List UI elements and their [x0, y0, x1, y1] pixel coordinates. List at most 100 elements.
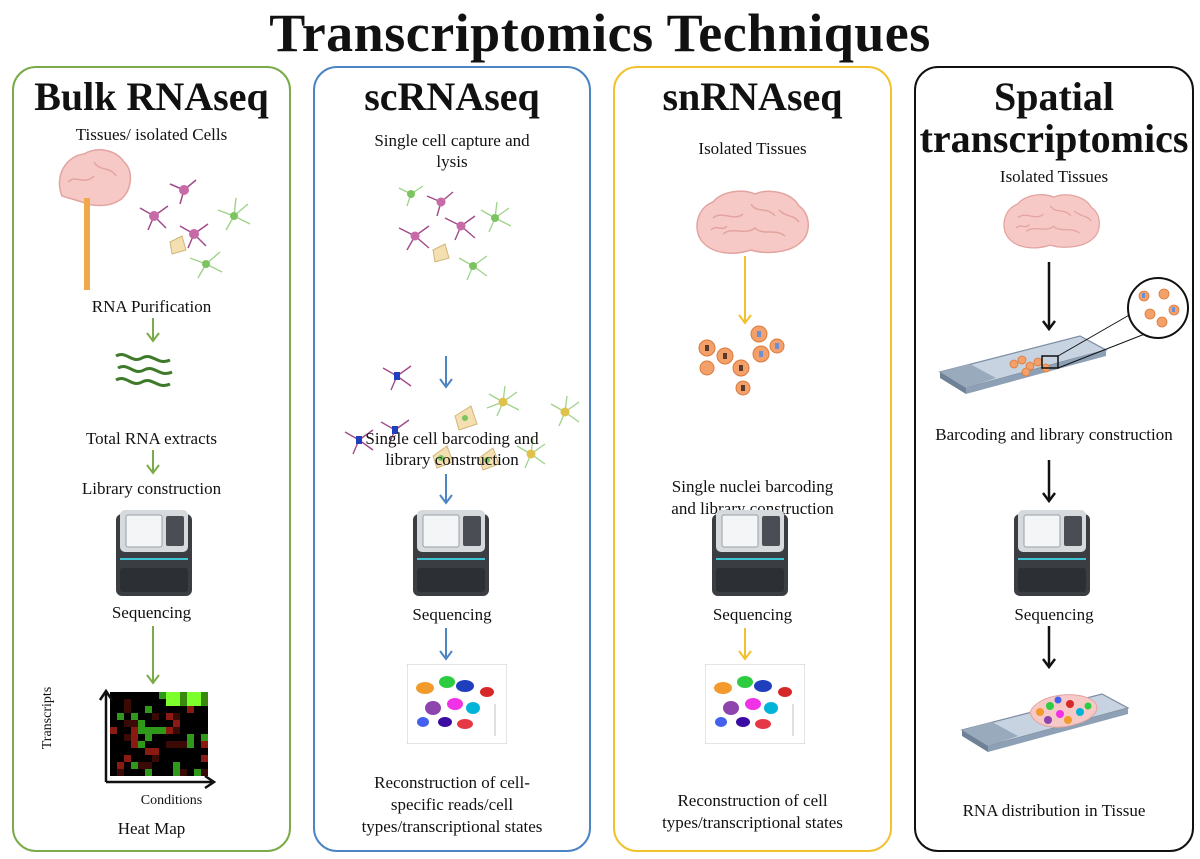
input-label: Isolated Tissues	[999, 167, 1109, 186]
heat-map-cell	[159, 727, 166, 734]
tsne-cluster-plot	[407, 664, 507, 744]
sequencer-icon	[1012, 508, 1092, 598]
arrow-down-icon	[146, 626, 160, 685]
heat-map-cell	[201, 734, 208, 741]
heat-map-cell	[187, 769, 194, 776]
heat-map-cell	[187, 762, 194, 769]
heat-map-cell	[201, 727, 208, 734]
arrow-down-icon	[439, 356, 453, 389]
heat-map-cell	[201, 720, 208, 727]
arrow-down-icon	[146, 450, 160, 475]
brain-and-cells-illustration	[58, 149, 251, 290]
heat-map-cell	[117, 706, 124, 713]
heat-map-cell	[138, 720, 145, 727]
heat-map-cell	[117, 748, 124, 755]
heat-map-cell	[201, 706, 208, 713]
output-line1: Reconstruction of cell-	[374, 773, 530, 792]
heat-map-cell	[152, 727, 159, 734]
heat-map-cell	[173, 706, 180, 713]
heat-map-cell	[110, 762, 117, 769]
step-sequencing: Sequencing	[1014, 605, 1094, 624]
heat-map-cell	[159, 769, 166, 776]
heat-map-cell	[138, 727, 145, 734]
nuclei-illustration	[698, 325, 785, 396]
heat-map-cell	[152, 769, 159, 776]
heat-map-cell	[145, 727, 152, 734]
step-barcoding-library: Barcoding and library construction	[935, 425, 1173, 444]
heat-map-cell	[110, 748, 117, 755]
heat-map-cell	[152, 755, 159, 762]
heat-map-cell	[166, 720, 173, 727]
heat-map-cell	[152, 734, 159, 741]
heat-map-cell	[166, 734, 173, 741]
heat-map-cell	[152, 706, 159, 713]
heat-map-cell	[173, 748, 180, 755]
heat-map-cell	[145, 748, 152, 755]
heat-map-cell	[180, 699, 187, 706]
heat-map-cell	[124, 741, 131, 748]
heat-map-cell	[201, 755, 208, 762]
heat-map-cell	[180, 748, 187, 755]
heat-map-cell	[131, 727, 138, 734]
heat-map-cell	[124, 720, 131, 727]
sequencer-icon	[411, 508, 491, 598]
step-library-construction: Library construction	[81, 479, 222, 498]
output-line3: types/transcriptional states	[361, 817, 543, 836]
heat-map-cell	[194, 734, 201, 741]
heat-map-cell	[187, 755, 194, 762]
step-sequencing: Sequencing	[712, 605, 793, 624]
heat-map-cell	[131, 706, 138, 713]
heat-map-cell	[166, 769, 173, 776]
output-line1: Reconstruction of cell	[677, 791, 828, 810]
heat-map-cell	[117, 734, 124, 741]
heat-map-cell	[124, 699, 131, 706]
heat-map-cell	[173, 720, 180, 727]
arrow-down-icon	[1042, 262, 1056, 332]
heat-map-cell	[159, 699, 166, 706]
heat-map-cell	[131, 748, 138, 755]
brain-tissue-illustration	[693, 188, 813, 258]
heat-map-cell	[131, 699, 138, 706]
heat-map-cell	[194, 727, 201, 734]
heat-map-cell	[145, 713, 152, 720]
heat-map-cell	[194, 755, 201, 762]
heat-map-cell	[152, 762, 159, 769]
arrow-down-icon	[146, 318, 160, 343]
heat-map-cell	[187, 727, 194, 734]
panel-title-line2: transcriptomics	[919, 116, 1189, 161]
heat-map-cell	[194, 741, 201, 748]
heat-map-cell	[152, 713, 159, 720]
heat-map-cell	[124, 706, 131, 713]
heat-map-cell	[145, 692, 152, 699]
heat-map-cell	[159, 734, 166, 741]
heat-map-cell	[152, 720, 159, 727]
heat-map-cell	[180, 720, 187, 727]
heat-map-cell	[187, 720, 194, 727]
heat-map-cell	[124, 762, 131, 769]
heat-map-cell	[187, 741, 194, 748]
heat-map-cell	[159, 706, 166, 713]
heat-map-cell	[194, 699, 201, 706]
panel-bulk-rnaseq: Bulk RNAseq Tissues/ isolated Cells RNA …	[12, 66, 291, 852]
heat-map-cell	[166, 713, 173, 720]
heat-map-cell	[117, 741, 124, 748]
sequencer-icon	[114, 508, 194, 598]
heat-map-cell	[201, 769, 208, 776]
heat-map-cell	[194, 769, 201, 776]
heat-map-cell	[194, 762, 201, 769]
heat-map-cell	[145, 755, 152, 762]
heat-map-cell	[180, 741, 187, 748]
heat-map-cell	[138, 734, 145, 741]
input-label: Isolated Tissues	[698, 139, 807, 158]
heat-map-cell	[187, 748, 194, 755]
heat-map-cell	[110, 706, 117, 713]
brain-tissue-illustration	[1000, 192, 1104, 252]
step-rna-purification: RNA Purification	[91, 297, 212, 316]
heat-map-cell	[187, 713, 194, 720]
output-heat-map: Heat Map	[117, 819, 186, 838]
heat-map-cell	[145, 734, 152, 741]
heat-map-cell	[180, 734, 187, 741]
heat-map-cell	[110, 720, 117, 727]
step-sequencing: Sequencing	[412, 605, 492, 624]
panel-title-line1: Spatial	[993, 74, 1115, 119]
